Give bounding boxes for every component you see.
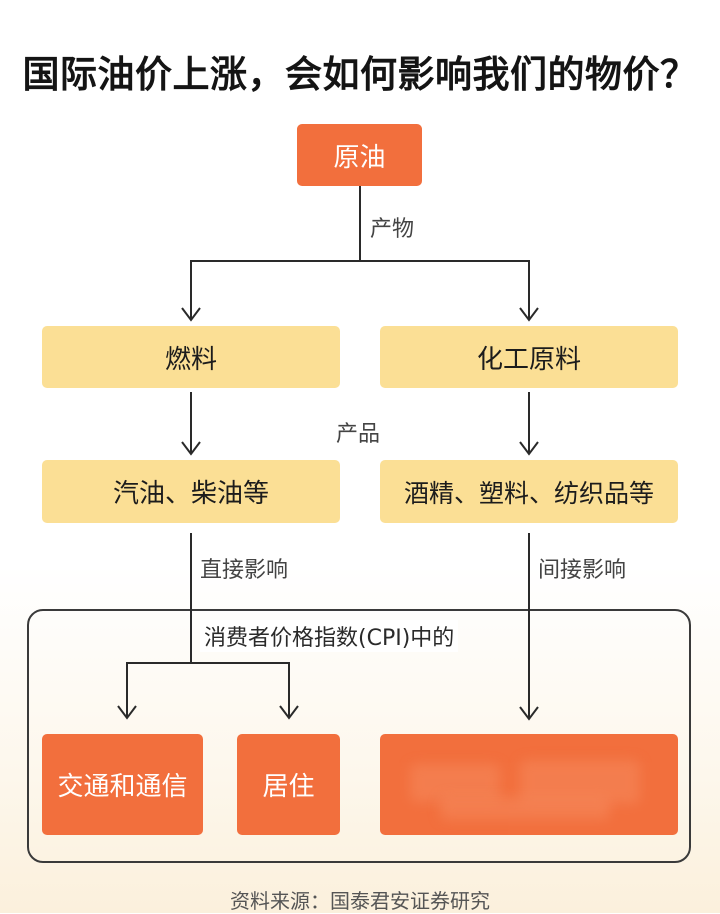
alcohol-plastic-label: 酒精、塑料、纺织品等 bbox=[403, 478, 654, 508]
cpi-group-frame bbox=[27, 609, 691, 863]
housing-node: 居住 bbox=[237, 734, 340, 835]
fuel-label: 燃料 bbox=[164, 344, 217, 375]
edge-label-products: 产品 bbox=[336, 422, 381, 447]
gasoline-diesel-label: 汽油、柴油等 bbox=[112, 479, 269, 509]
arrow-to-housing bbox=[278, 662, 300, 722]
page-title: 国际油价上涨，会如何影响我们的物价？ bbox=[22, 53, 698, 96]
arrow-to-transport bbox=[116, 662, 138, 722]
connector-direct-horizontal bbox=[126, 662, 290, 664]
crude-oil-label: 原油 bbox=[333, 142, 386, 173]
arrow-to-gasoline bbox=[180, 392, 202, 458]
housing-label: 居住 bbox=[262, 772, 315, 802]
cpi-group-label: 消费者价格指数(CPI)中的 bbox=[200, 620, 459, 652]
blur-patch bbox=[410, 764, 500, 802]
fuel-node: 燃料 bbox=[42, 326, 340, 388]
chemical-raw-node: 化工原料 bbox=[380, 326, 678, 388]
crude-oil-node: 原油 bbox=[297, 124, 422, 186]
arrow-to-fuel bbox=[180, 260, 202, 324]
source-note: 资料来源：国泰君安证券研究 bbox=[230, 889, 490, 913]
arrow-to-chemical bbox=[518, 260, 540, 324]
edge-label-indirect-impact: 间接影响 bbox=[538, 558, 627, 583]
arrow-to-alcohol bbox=[518, 392, 540, 458]
transport-comm-node: 交通和通信 bbox=[42, 734, 203, 835]
blurred-category-node bbox=[380, 734, 678, 835]
connector-direct-stem bbox=[190, 533, 192, 664]
gasoline-diesel-node: 汽油、柴油等 bbox=[42, 460, 340, 523]
connector-crude-stem bbox=[359, 186, 361, 262]
arrow-indirect bbox=[518, 533, 540, 723]
connector-split-horizontal bbox=[190, 260, 530, 262]
transport-comm-label: 交通和通信 bbox=[57, 772, 188, 802]
alcohol-plastic-node: 酒精、塑料、纺织品等 bbox=[380, 460, 678, 523]
edge-label-direct-impact: 直接影响 bbox=[200, 558, 289, 583]
edge-label-products-of: 产物 bbox=[370, 217, 415, 242]
blur-patch bbox=[440, 796, 610, 820]
chemical-raw-label: 化工原料 bbox=[476, 344, 581, 375]
